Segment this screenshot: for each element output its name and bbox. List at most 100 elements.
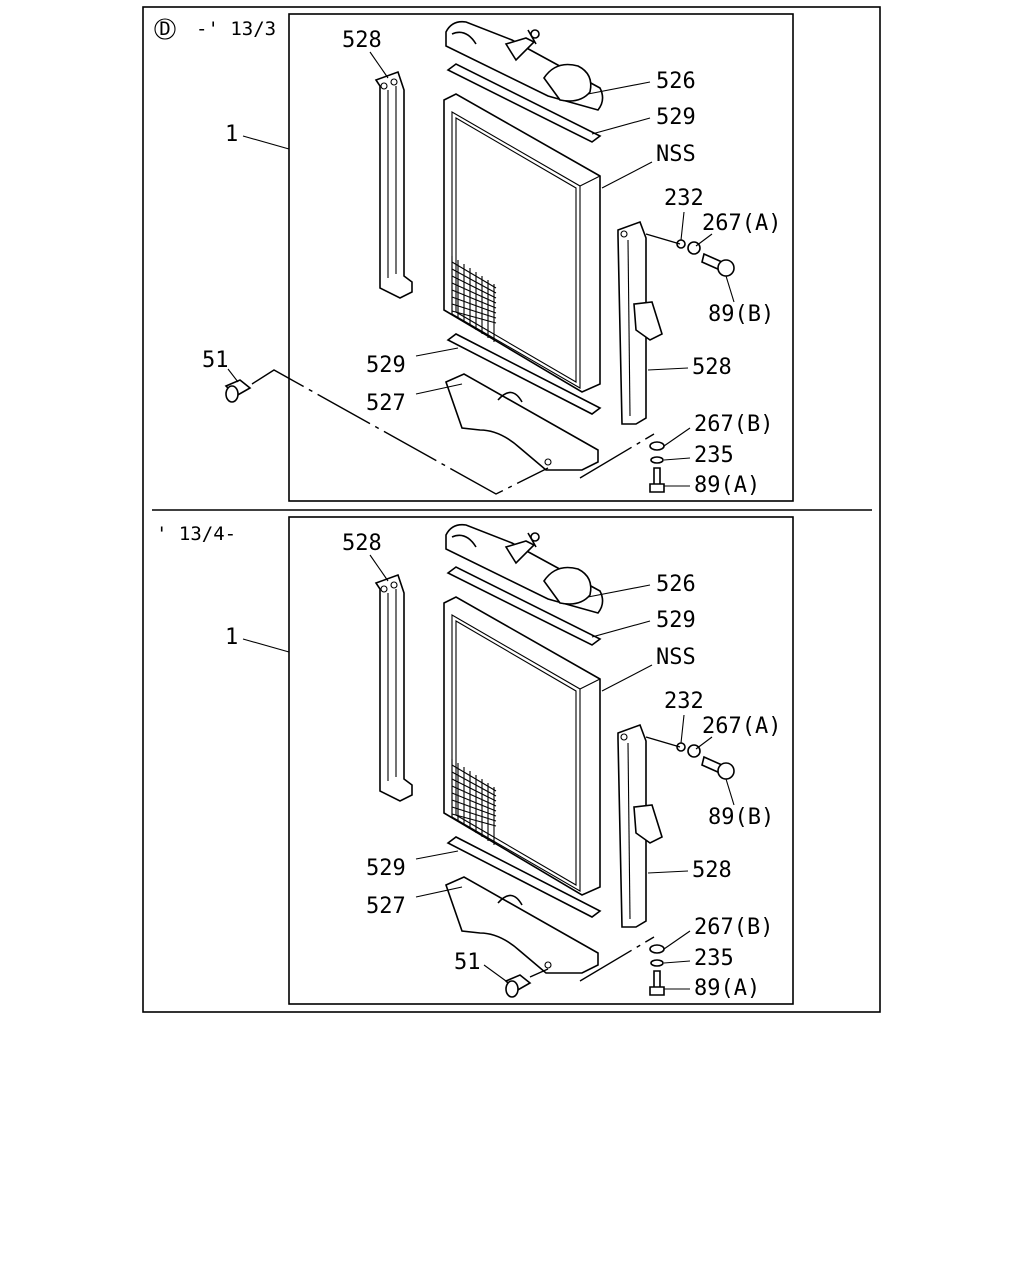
bracket-right-tab bbox=[633, 301, 663, 341]
label-526: 526 bbox=[656, 69, 696, 94]
leader-89b bbox=[725, 778, 735, 806]
leader-267a bbox=[695, 233, 713, 247]
bottom-drain bbox=[544, 961, 552, 969]
axis-lower-right bbox=[579, 433, 655, 479]
leader-528-left bbox=[369, 51, 389, 79]
leader-assembly bbox=[242, 638, 290, 653]
bolt-89a-head bbox=[649, 483, 665, 493]
leader-527 bbox=[415, 886, 463, 898]
bracket-right bbox=[617, 723, 647, 928]
label-267b: 267(B) bbox=[694, 915, 773, 940]
radiator-core-face bbox=[451, 614, 581, 892]
leader-526 bbox=[587, 584, 651, 598]
inner-frame bbox=[288, 13, 794, 502]
leader-232 bbox=[680, 211, 685, 241]
bottom-tank-bulge bbox=[497, 391, 523, 403]
label-267a: 267(A) bbox=[702, 714, 781, 739]
core-fin-h bbox=[451, 310, 497, 324]
label-235: 235 bbox=[694, 443, 734, 468]
panel-1: D-' 13/3151528526529NSS232267(A)89(B)528… bbox=[154, 13, 794, 502]
leader-267b bbox=[663, 930, 691, 950]
leader-528-right bbox=[647, 367, 689, 371]
label-529-top: 529 bbox=[656, 105, 696, 130]
leader-528-left bbox=[369, 554, 389, 582]
label-529-bottom: 529 bbox=[366, 856, 406, 881]
label-nss: NSS bbox=[656, 142, 696, 167]
radiator-core bbox=[443, 596, 601, 896]
leader-526 bbox=[587, 81, 651, 95]
bracket-right bbox=[617, 220, 647, 425]
bracket-left-hole2 bbox=[390, 581, 398, 589]
radiator-core bbox=[443, 93, 601, 393]
bolt-89a-head bbox=[649, 986, 665, 996]
bracket-right-tab bbox=[633, 804, 663, 844]
leader-529-bottom bbox=[415, 850, 459, 860]
leader-527 bbox=[415, 383, 463, 395]
leader-528-right bbox=[647, 870, 689, 874]
core-fin-h bbox=[451, 275, 497, 299]
panel-header: ' 13/4- bbox=[156, 523, 236, 545]
bracket-left bbox=[374, 573, 413, 802]
core-fin-h bbox=[451, 792, 497, 812]
panel-2: ' 13/4-151528526529NSS232267(A)89(B)5285… bbox=[156, 516, 794, 1005]
label-528-right: 528 bbox=[692, 858, 732, 883]
label-assembly: 1 bbox=[225, 625, 238, 650]
inner-frame bbox=[288, 516, 794, 1005]
axis-upper-right bbox=[645, 233, 681, 245]
core-fin-h bbox=[451, 303, 497, 319]
leader-235 bbox=[663, 960, 691, 964]
radiator-core-inner bbox=[455, 620, 577, 886]
bottom-tank bbox=[445, 373, 599, 471]
core-fin-h bbox=[451, 296, 497, 314]
top-tank-detail bbox=[451, 534, 477, 548]
label-235: 235 bbox=[694, 946, 734, 971]
label-527: 527 bbox=[366, 894, 406, 919]
gasket-upper bbox=[446, 63, 602, 143]
label-528-right: 528 bbox=[692, 355, 732, 380]
axis-upper-right bbox=[645, 736, 681, 748]
leader-529-top bbox=[591, 620, 651, 638]
plug-51-head bbox=[505, 980, 519, 998]
label-527: 527 bbox=[366, 391, 406, 416]
core-fin-h bbox=[451, 289, 497, 309]
label-529-bottom: 529 bbox=[366, 353, 406, 378]
core-fin-h bbox=[451, 764, 497, 792]
label-267a: 267(A) bbox=[702, 211, 781, 236]
core-fin-h bbox=[451, 799, 497, 817]
bolt-89b-head bbox=[717, 762, 735, 780]
radiator-core-inner bbox=[455, 117, 577, 383]
drain-cock-cap bbox=[530, 532, 540, 542]
washer-235 bbox=[650, 456, 664, 464]
label-nss: NSS bbox=[656, 645, 696, 670]
label-232: 232 bbox=[664, 689, 704, 714]
outer-frame bbox=[142, 6, 881, 1013]
top-tank-detail bbox=[451, 31, 477, 45]
core-fin-h bbox=[451, 778, 497, 802]
gasket-lower bbox=[446, 333, 602, 415]
bracket-left-hole2 bbox=[390, 78, 398, 86]
label-267b: 267(B) bbox=[694, 412, 773, 437]
core-fin-h bbox=[451, 806, 497, 822]
badge-circle bbox=[154, 18, 176, 40]
bracket-right-inner bbox=[627, 239, 631, 417]
label-51: 51 bbox=[454, 950, 481, 975]
label-89b: 89(B) bbox=[708, 302, 774, 327]
core-fin-h bbox=[451, 771, 497, 797]
bracket-left bbox=[374, 70, 413, 299]
inlet-pipe bbox=[543, 566, 592, 605]
core-fin-h bbox=[451, 261, 497, 289]
label-528-left: 528 bbox=[342, 531, 382, 556]
label-529-top: 529 bbox=[656, 608, 696, 633]
nut-267b bbox=[649, 944, 665, 954]
leader-89b bbox=[725, 275, 735, 303]
leader-51 bbox=[227, 368, 239, 383]
label-51: 51 bbox=[202, 348, 229, 373]
leader-235 bbox=[663, 457, 691, 461]
leader-529-bottom bbox=[415, 347, 459, 357]
label-526: 526 bbox=[656, 572, 696, 597]
bottom-tank-bulge bbox=[497, 894, 523, 906]
leader-assembly bbox=[242, 135, 290, 150]
nut-267b bbox=[649, 441, 665, 451]
core-fin-h bbox=[451, 282, 497, 304]
